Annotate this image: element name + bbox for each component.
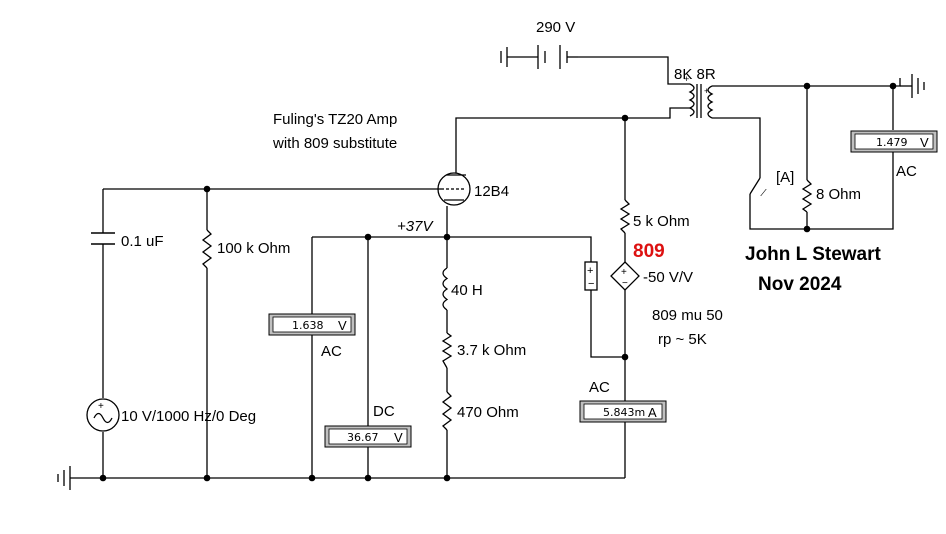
circuit-subtitle: with 809 substitute bbox=[272, 135, 397, 152]
voltmeter-dc-cathode-unit: V bbox=[394, 430, 403, 445]
switch-a[interactable] bbox=[749, 177, 761, 195]
voltmeter-dc-cathode-mode: DC bbox=[373, 403, 395, 420]
voltmeter-dc-cathode-value: 36.67 bbox=[347, 431, 379, 444]
voltmeter-ac-cathode-value: 1.638 bbox=[292, 319, 324, 332]
author-name: John L Stewart bbox=[745, 244, 882, 265]
ac-source-plus: + bbox=[98, 401, 104, 412]
capacitor-label: 0.1 uF bbox=[121, 233, 164, 250]
controlled-source-sense-plus: + bbox=[587, 265, 593, 277]
ac-source-symbol bbox=[86, 398, 120, 432]
grid-resistor-label: 100 k Ohm bbox=[217, 240, 290, 257]
transformer-dot-secondary: + bbox=[704, 86, 709, 96]
ac-source-label: 10 V/1000 Hz/0 Deg bbox=[121, 408, 256, 425]
voltmeter-ac-output-unit: V bbox=[920, 135, 929, 150]
inductor-label: 40 H bbox=[451, 282, 483, 299]
load-resistor-label: 8 Ohm bbox=[816, 186, 861, 203]
rp-note: rp ~ 5K bbox=[658, 331, 707, 348]
voltmeter-ac-output-mode: AC bbox=[896, 163, 917, 180]
voltmeter-ac-output-value: 1.479 bbox=[876, 136, 908, 149]
cathode-node-label: +37V bbox=[397, 218, 434, 235]
mu-note: 809 mu 50 bbox=[652, 307, 723, 324]
cathode-resistor-1-label: 3.7 k Ohm bbox=[457, 342, 526, 359]
cathode-resistor-1 bbox=[441, 332, 453, 369]
tube-label: 12B4 bbox=[474, 183, 509, 200]
plate-resistor-label: 5 k Ohm bbox=[633, 213, 690, 230]
cathode-resistor-2-label: 470 Ohm bbox=[457, 404, 519, 421]
switch-key-mark: ⁄ bbox=[760, 188, 767, 199]
battery-symbol bbox=[500, 45, 578, 69]
grid-resistor bbox=[201, 229, 213, 269]
controlled-source-minus: − bbox=[622, 278, 628, 289]
voltmeter-ac-cathode: 1.638 V bbox=[268, 313, 356, 336]
voltmeter-ac-output: 1.479 V bbox=[850, 130, 938, 153]
circuit-title: Fuling's TZ20 Amp bbox=[273, 111, 397, 128]
transformer-label: 8K 8R bbox=[674, 66, 716, 83]
ammeter-ac: 5.843m A bbox=[579, 400, 667, 423]
wires bbox=[70, 56, 912, 479]
voltmeter-ac-cathode-mode: AC bbox=[321, 343, 342, 360]
controlled-source-name: 809 bbox=[633, 241, 665, 262]
load-resistor bbox=[801, 179, 813, 213]
author-date: Nov 2024 bbox=[758, 274, 842, 295]
voltmeter-dc-cathode: 36.67 V bbox=[324, 425, 412, 448]
supply-voltage-label: 290 V bbox=[536, 19, 575, 36]
cathode-inductor bbox=[442, 267, 449, 311]
ground-symbol-right bbox=[911, 74, 925, 98]
junction-dots bbox=[99, 82, 897, 482]
controlled-source-gain: -50 V/V bbox=[643, 269, 693, 286]
controlled-source-sense-minus: − bbox=[588, 278, 594, 290]
ammeter-ac-mode: AC bbox=[589, 379, 610, 396]
plate-resistor bbox=[619, 199, 631, 234]
ammeter-ac-value: 5.843m bbox=[603, 406, 645, 419]
ground-symbol-left bbox=[57, 466, 71, 490]
controlled-source-symbol bbox=[584, 261, 640, 291]
cathode-resistor-2 bbox=[441, 391, 453, 431]
controlled-source-plus: + bbox=[621, 267, 627, 278]
ammeter-ac-unit: A bbox=[648, 405, 657, 420]
coupling-capacitor bbox=[91, 232, 115, 245]
transformer-dot-primary: + bbox=[684, 74, 689, 84]
switch-label: [A] bbox=[776, 169, 794, 186]
output-transformer bbox=[688, 83, 714, 119]
voltmeter-ac-cathode-unit: V bbox=[338, 318, 347, 333]
triode-tube-symbol bbox=[437, 172, 471, 206]
